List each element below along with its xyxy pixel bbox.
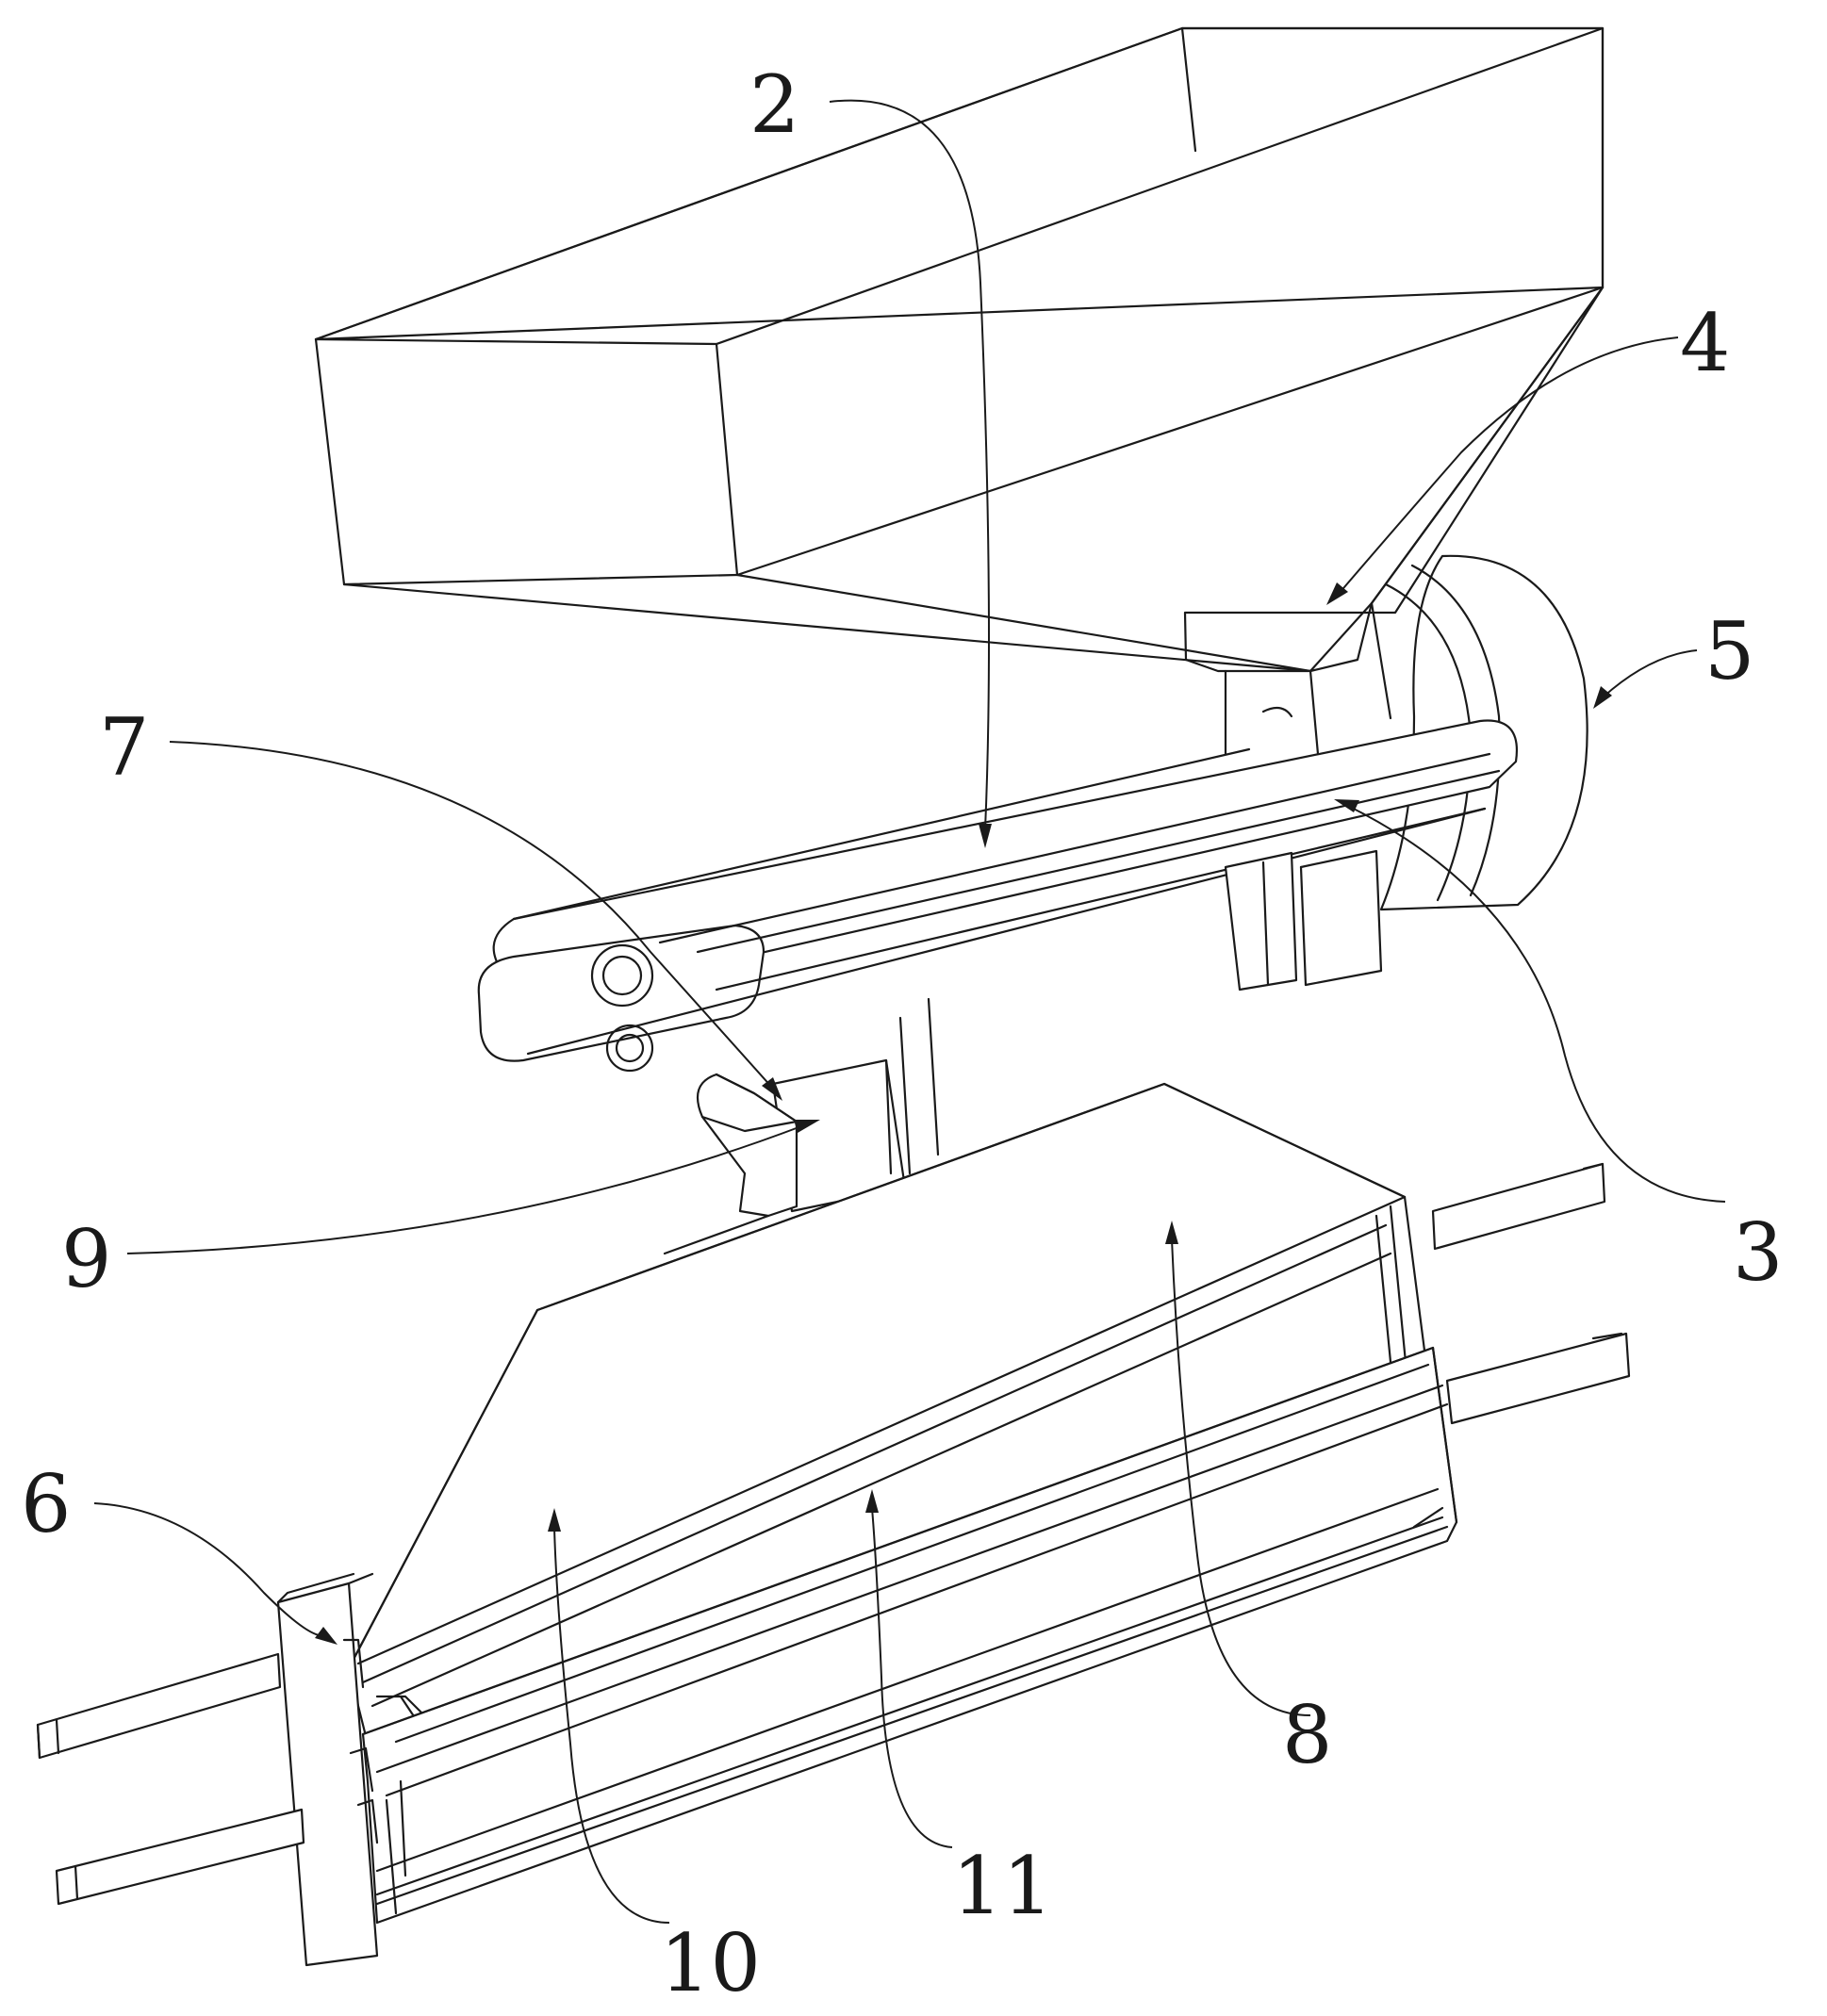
hopper [314, 26, 1605, 756]
label-5: 5 [1704, 605, 1754, 697]
label-10: 10 [660, 1917, 761, 2009]
label-8: 8 [1282, 1689, 1332, 1781]
label-4: 4 [1680, 297, 1730, 389]
label-3: 3 [1733, 1206, 1783, 1299]
reference-numerals: 2 3 4 5 6 7 8 9 10 11 [21, 58, 1783, 2009]
label-6: 6 [21, 1458, 71, 1550]
label-11: 11 [952, 1840, 1053, 1932]
spreader-box [347, 1082, 1444, 1783]
leader-lines [93, 99, 1726, 1924]
label-2: 2 [749, 58, 799, 151]
conveyor-tube [477, 706, 1518, 1073]
label-9: 9 [61, 1213, 111, 1305]
rails [36, 1162, 1631, 1906]
label-7: 7 [99, 701, 149, 794]
trough [361, 1346, 1458, 1925]
